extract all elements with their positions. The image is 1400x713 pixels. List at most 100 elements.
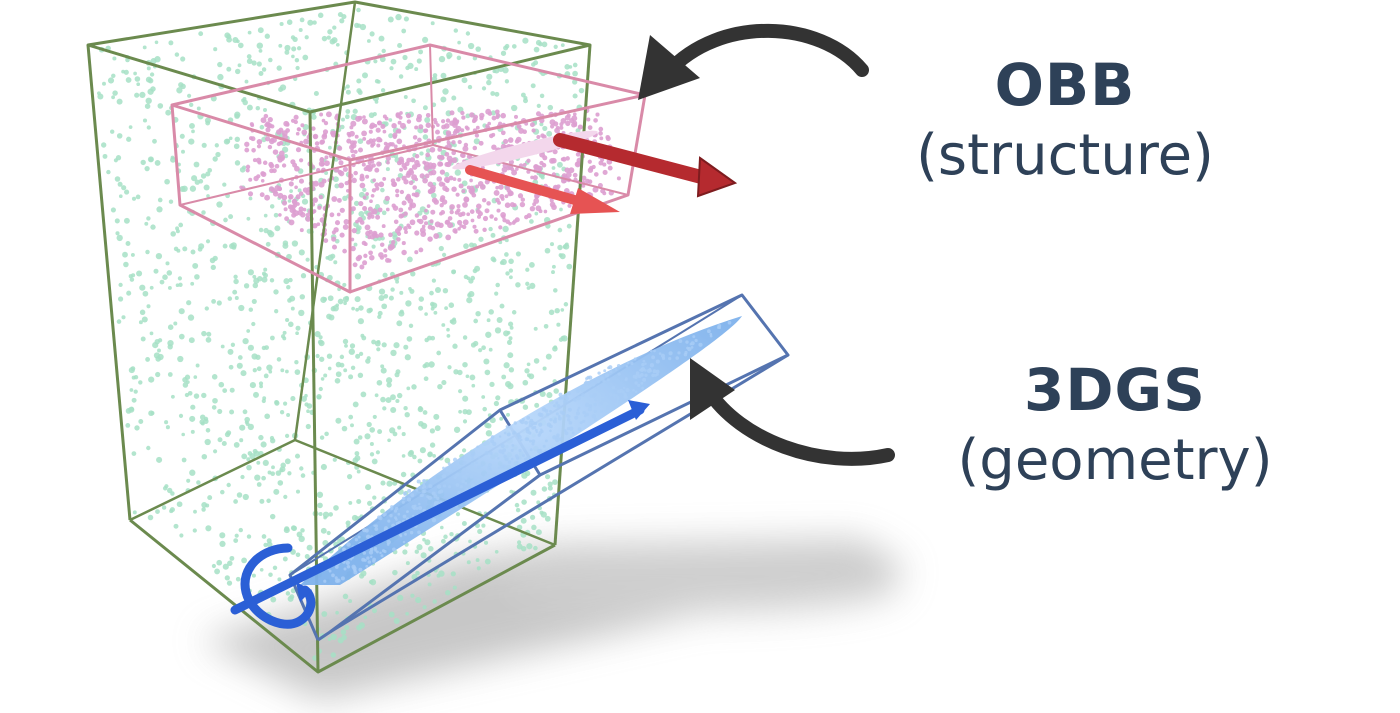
point	[386, 480, 393, 487]
point	[387, 16, 394, 23]
point	[484, 179, 490, 185]
point	[642, 377, 647, 382]
point	[312, 197, 319, 203]
point	[558, 437, 563, 441]
point	[402, 540, 406, 544]
point	[393, 219, 399, 225]
point	[332, 25, 337, 30]
point	[514, 502, 520, 508]
point	[251, 148, 256, 153]
point	[188, 138, 195, 145]
point	[346, 131, 351, 136]
point	[299, 228, 304, 233]
point	[334, 565, 339, 569]
point	[536, 103, 541, 109]
point	[475, 558, 480, 563]
point	[201, 330, 207, 337]
point	[467, 42, 475, 50]
point	[369, 427, 376, 433]
point	[490, 91, 496, 96]
point	[537, 433, 541, 437]
point	[510, 448, 514, 452]
point	[406, 386, 411, 391]
point	[341, 425, 348, 432]
point	[269, 204, 275, 209]
point	[353, 438, 360, 445]
point	[135, 194, 141, 200]
point	[131, 451, 137, 456]
point	[707, 329, 711, 334]
point	[486, 318, 491, 323]
point	[572, 93, 578, 99]
point	[123, 69, 129, 75]
point	[406, 157, 412, 163]
point	[236, 362, 243, 369]
point	[314, 331, 321, 338]
point	[269, 513, 276, 520]
point	[434, 286, 442, 294]
point	[149, 331, 154, 336]
point	[576, 408, 580, 412]
gs-ellipsoid	[300, 316, 742, 585]
point	[542, 125, 548, 131]
point	[567, 407, 572, 412]
point	[451, 186, 457, 192]
point	[233, 538, 239, 543]
point	[259, 192, 265, 198]
point	[350, 149, 355, 154]
point	[365, 484, 372, 491]
point	[295, 131, 300, 136]
point	[453, 28, 459, 33]
point	[322, 132, 328, 138]
point	[577, 406, 581, 410]
point	[465, 472, 469, 476]
point	[591, 414, 596, 419]
point	[268, 186, 275, 192]
point	[448, 302, 455, 308]
point	[471, 383, 476, 388]
point	[585, 178, 590, 184]
point	[422, 177, 428, 184]
point	[260, 441, 267, 448]
point	[511, 444, 515, 447]
point	[446, 327, 450, 332]
point	[362, 206, 368, 211]
point	[293, 119, 298, 125]
point	[484, 369, 491, 376]
point	[431, 197, 438, 203]
point	[492, 441, 497, 447]
point	[479, 112, 485, 119]
point	[189, 415, 196, 422]
point	[341, 117, 345, 122]
point	[407, 450, 414, 457]
point	[462, 448, 467, 453]
point	[247, 191, 254, 197]
point	[392, 569, 398, 576]
point	[193, 393, 200, 399]
point	[592, 393, 597, 398]
point	[390, 287, 395, 292]
point	[578, 87, 585, 94]
point	[170, 231, 176, 237]
point	[342, 296, 349, 303]
point	[173, 321, 178, 326]
point	[504, 194, 509, 199]
point	[369, 233, 376, 240]
point	[256, 42, 263, 49]
point	[429, 290, 434, 296]
point	[277, 186, 283, 192]
point	[559, 122, 564, 127]
point	[401, 241, 406, 246]
point	[133, 389, 138, 394]
point	[483, 358, 490, 365]
point	[340, 576, 345, 581]
point	[469, 178, 473, 183]
point	[540, 175, 545, 180]
point	[333, 505, 339, 511]
point	[355, 353, 361, 359]
point	[348, 414, 354, 420]
point	[458, 389, 463, 394]
point	[470, 275, 476, 281]
point	[484, 473, 488, 477]
point	[427, 451, 433, 457]
